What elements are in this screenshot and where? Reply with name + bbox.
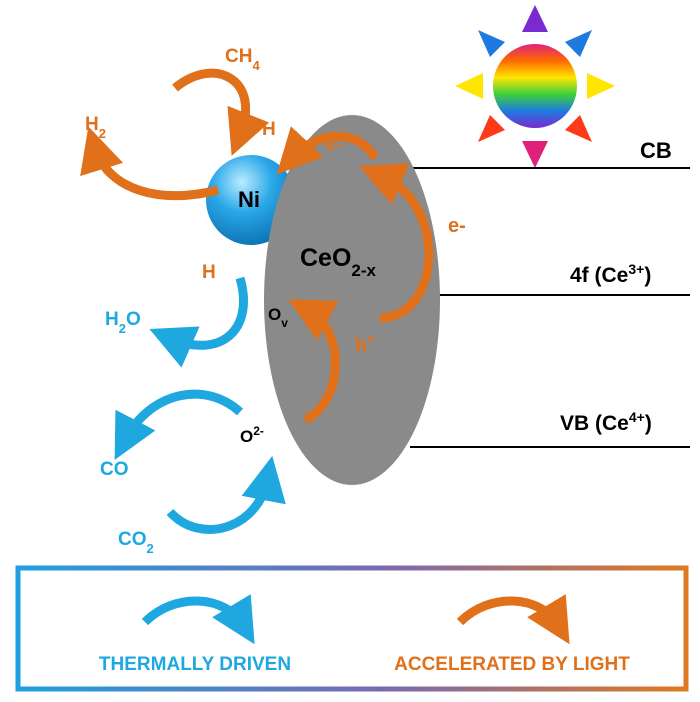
h-bottom-label: H — [202, 262, 216, 283]
h-top-label: H — [262, 119, 276, 140]
co-formation-arrow — [114, 389, 244, 460]
legend-light-arrow — [456, 594, 570, 645]
legend-thermal-label: THERMALLY DRIVEN — [99, 654, 291, 675]
legend-box — [15, 565, 689, 692]
vb-level-label: VB (Ce4+) — [560, 409, 652, 435]
nickel-label: Ni — [238, 187, 260, 212]
ch4-adsorption-arrow — [172, 68, 270, 156]
ch4-label: CH4 — [225, 46, 260, 73]
legend-light-label: ACCELERATED BY LIGHT — [394, 654, 630, 675]
h2o-label: H2O — [105, 309, 141, 336]
sun-icon — [455, 5, 615, 168]
electron-label-right: e- — [448, 215, 466, 237]
cb-level-label: CB — [640, 138, 672, 163]
electron-excitation-arrow — [359, 163, 434, 323]
oxygen-vacancy-label: Ov — [268, 305, 288, 330]
h2o-formation-arrow — [149, 276, 248, 368]
4f-level-label: 4f (Ce3+) — [570, 261, 651, 287]
h2-desorption-arrow — [80, 126, 220, 201]
co-label: CO — [100, 459, 129, 480]
legend-thermal-arrow — [141, 594, 255, 645]
hole-label: h+ — [355, 331, 375, 357]
ceria-support — [264, 115, 440, 485]
oxide-ion-label: O2- — [240, 424, 264, 446]
electron-label-top: e- — [325, 133, 343, 155]
ceria-label: CeO2-x — [300, 244, 377, 280]
hole-transfer-arrow — [288, 299, 340, 425]
co2-label: CO2 — [118, 529, 154, 556]
electron-to-ni-arrow — [276, 126, 379, 175]
h2-label: H2 — [85, 114, 106, 141]
co2-adsorption-arrow — [166, 455, 286, 534]
